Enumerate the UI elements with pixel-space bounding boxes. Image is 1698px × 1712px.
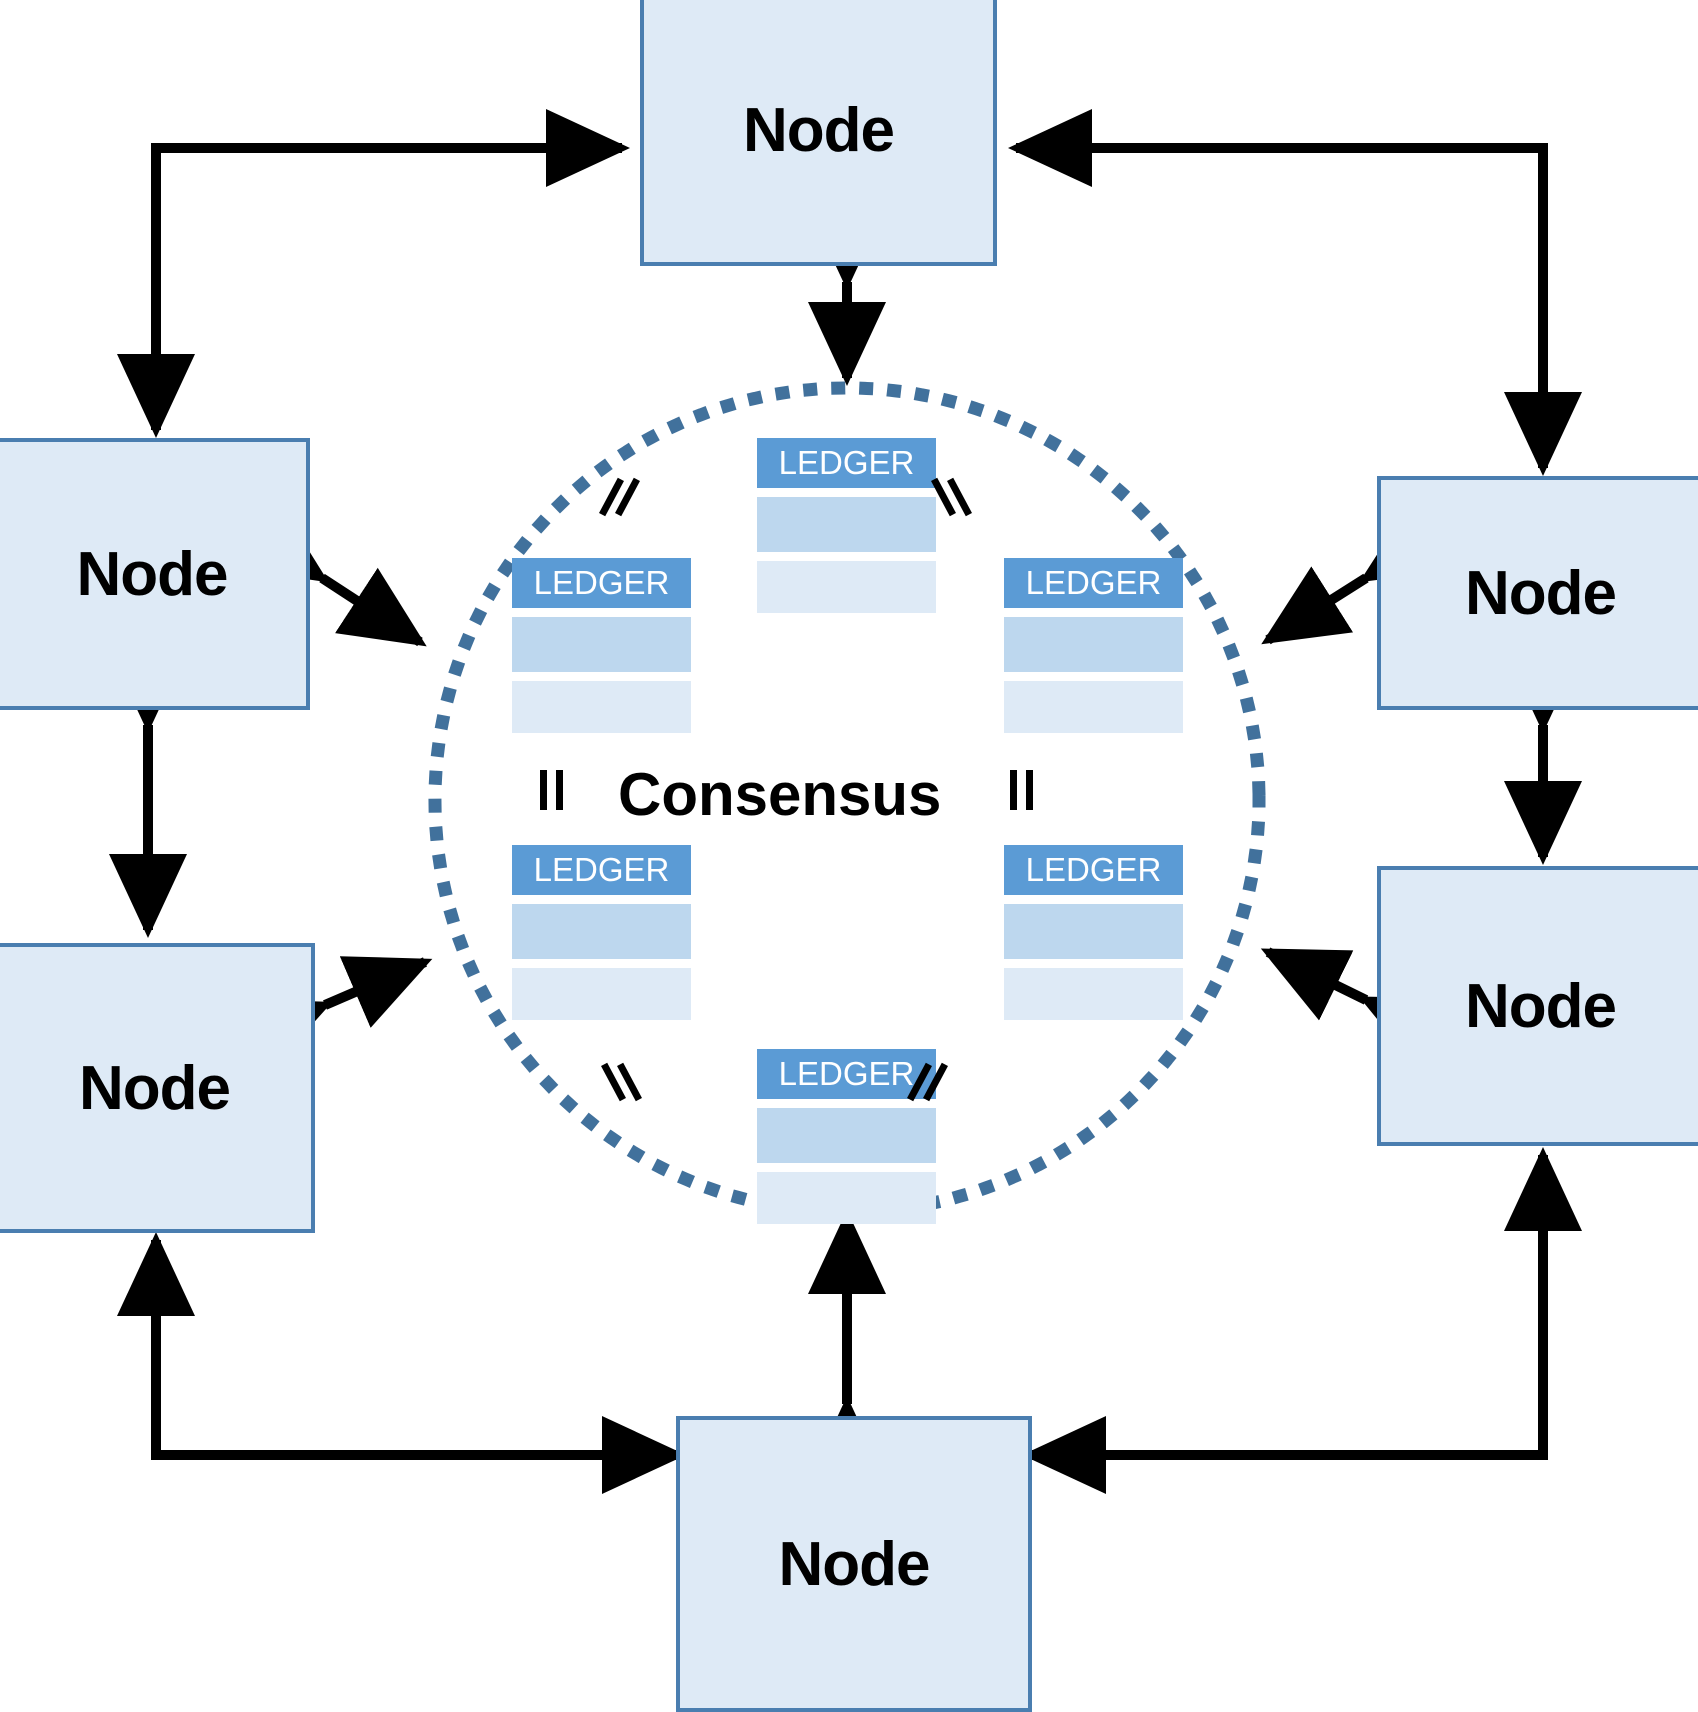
ledger-left-row-2 [512,681,691,733]
ledger-right-header: LEDGER [1004,558,1183,608]
equals-bottom-left-icon [601,1060,646,1104]
ledger-bottom[interactable]: LEDGER [757,1049,936,1224]
ledger-left-header: LEDGER [512,558,691,608]
ledger-right-row-1 [1004,617,1183,672]
arrow-rightupper-to-top [1007,109,1548,468]
ledger-bottom-right-row-1 [1004,904,1183,959]
ledger-bottom-left-row-1 [512,904,691,959]
node-top[interactable]: Node [640,0,997,266]
equals-bottom-right-icon [907,1060,952,1104]
ledger-top-header: LEDGER [757,438,936,488]
equals-top-right-icon [931,475,976,519]
equals-mid-left-icon [532,768,576,812]
node-right-upper-label: Node [1465,558,1617,628]
ledger-bottom-right-row-2 [1004,968,1183,1020]
arrow-leftupper-to-circle [237,503,427,647]
arrow-leftupper-to-top [151,109,631,430]
arrow-rightlower-to-bottom [1021,1155,1548,1494]
ledger-bottom-left[interactable]: LEDGER [512,845,691,1020]
node-bottom-label: Node [778,1529,931,1599]
ledger-top[interactable]: LEDGER [757,438,936,613]
node-right-upper[interactable]: Node [1377,476,1698,710]
ledger-bottom-header: LEDGER [757,1049,936,1099]
ledger-right-row-2 [1004,681,1183,733]
equals-mid-right-icon [1002,768,1046,812]
ledger-top-row-2 [757,561,936,613]
node-right-lower-label: Node [1465,971,1617,1041]
arrow-leftlower-to-bottom [151,1240,687,1494]
node-left-lower[interactable]: Node [0,943,315,1233]
node-right-lower[interactable]: Node [1377,866,1698,1146]
ledger-bottom-left-row-2 [512,968,691,1020]
arrow-leftlower-to-circle [239,956,433,1071]
ledger-left[interactable]: LEDGER [512,558,691,733]
ledger-bottom-row-2 [757,1172,936,1224]
node-bottom[interactable]: Node [676,1416,1032,1712]
node-left-upper-label: Node [76,539,229,609]
ledger-bottom-left-header: LEDGER [512,845,691,895]
ledger-bottom-row-1 [757,1108,936,1163]
ledger-top-row-1 [757,497,936,552]
arrow-rightlower-to-circle [1260,947,1452,1069]
ledger-bottom-right-header: LEDGER [1004,845,1183,895]
node-top-label: Node [743,95,895,165]
node-left-lower-label: Node [79,1053,231,1123]
node-left-upper[interactable]: Node [0,438,310,710]
consensus-label: Consensus [618,761,942,828]
arrow-rightupper-to-circle [1261,504,1452,645]
ledger-bottom-right[interactable]: LEDGER [1004,845,1183,1020]
equals-top-left-icon [599,475,644,519]
ledger-right[interactable]: LEDGER [1004,558,1183,733]
ledger-left-row-1 [512,617,691,672]
